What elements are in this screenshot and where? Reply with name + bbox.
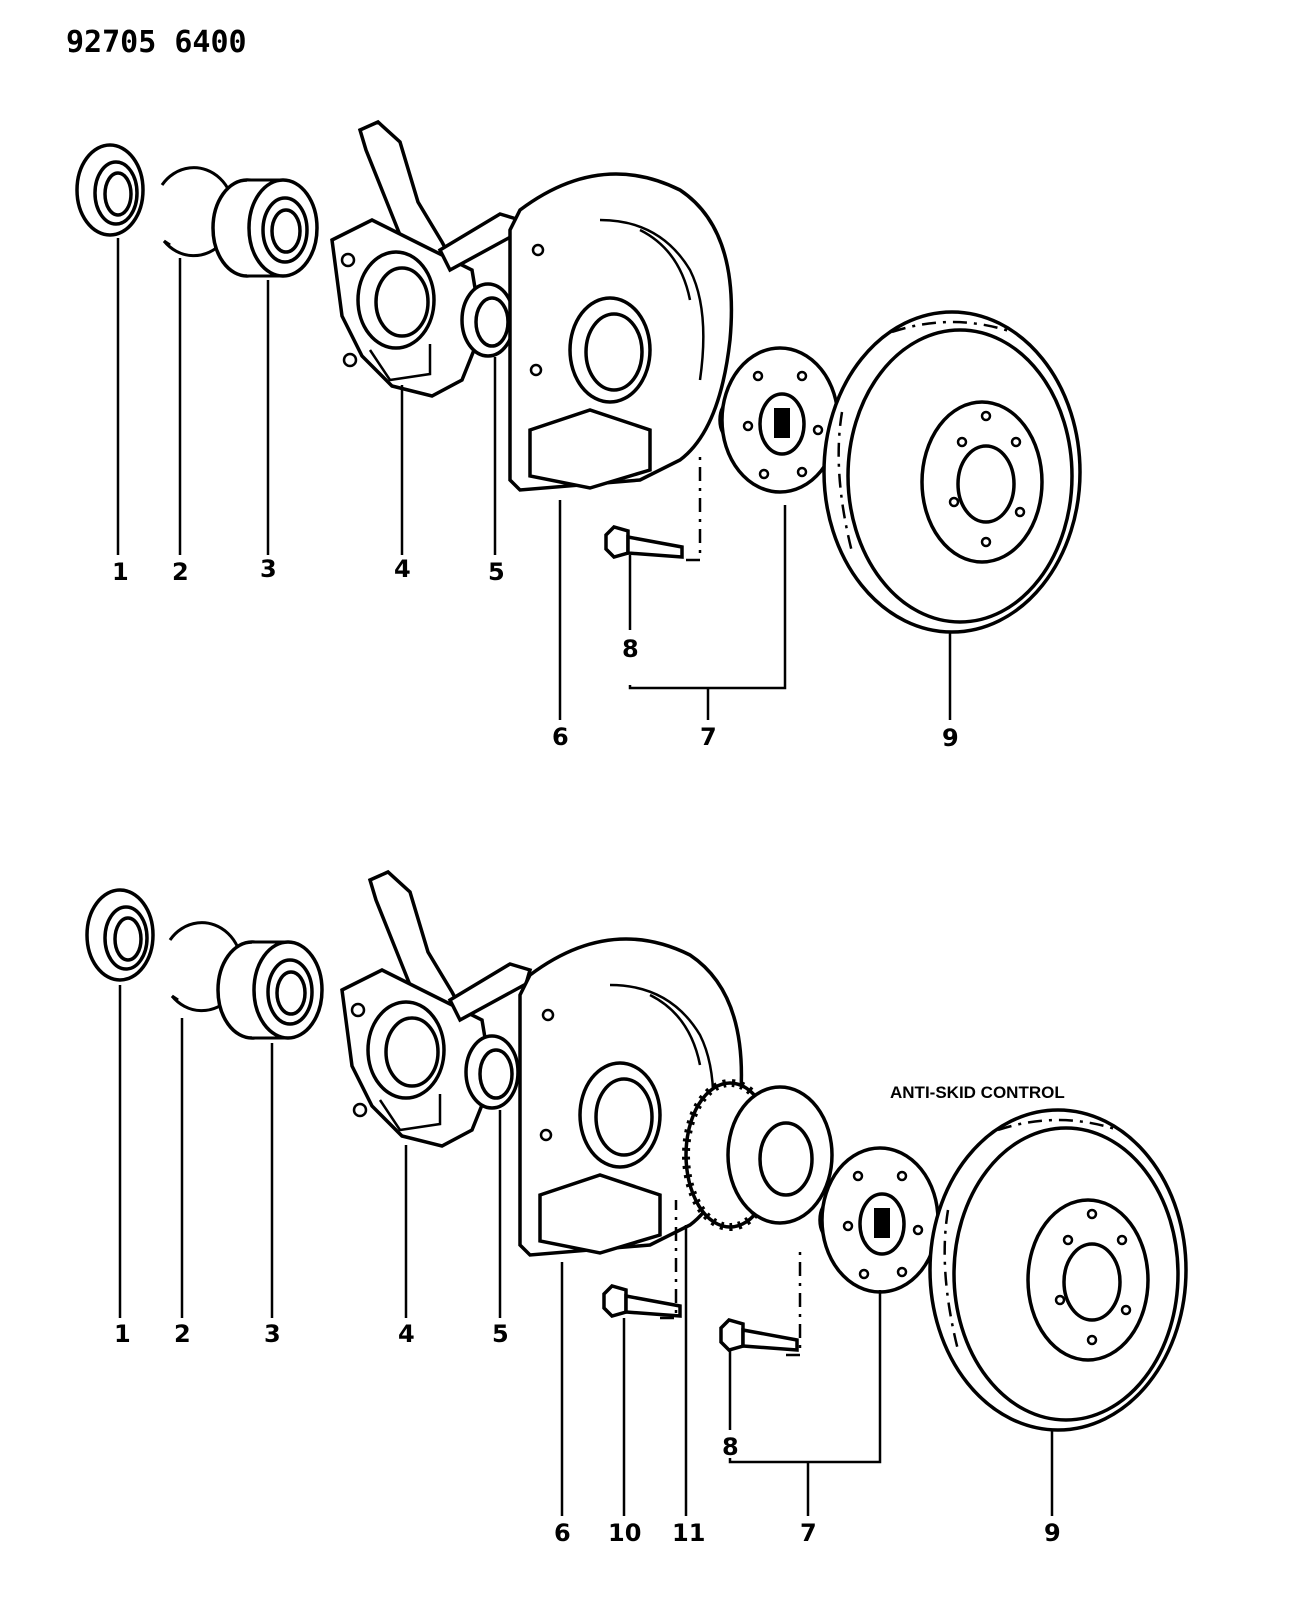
part-label: 7	[700, 723, 717, 751]
part-label: 5	[488, 558, 505, 586]
abs-rotor-ring-icon	[686, 1083, 832, 1227]
part-label: 3	[260, 555, 277, 583]
oil-seal-icon	[460, 282, 516, 358]
wheel-hub-icon	[818, 1146, 940, 1294]
part-label: 11	[672, 1519, 705, 1547]
bolt-icon	[719, 1318, 799, 1352]
part-label: 3	[264, 1320, 281, 1348]
diagram-code: 92705 6400	[66, 25, 247, 60]
part-label: 6	[552, 723, 569, 751]
part-label: 8	[722, 1433, 739, 1461]
oil-seal-icon	[75, 143, 145, 237]
wheel-bearing-icon	[216, 940, 324, 1040]
bottom-assembly: ANTI-SKID CONTROL 1 2 3 4 5 6 10 11 8 7 …	[85, 870, 1188, 1547]
wheel-hub-icon	[718, 346, 840, 494]
part-label: 2	[172, 558, 189, 586]
part-label: 7	[800, 1519, 817, 1547]
part-label: 9	[942, 724, 959, 752]
part-label: 5	[492, 1320, 509, 1348]
part-label: 4	[394, 555, 411, 583]
brake-disc-icon	[928, 1108, 1188, 1432]
anti-skid-note: ANTI-SKID CONTROL	[890, 1083, 1065, 1102]
oil-seal-icon	[85, 888, 155, 982]
part-label: 1	[114, 1320, 131, 1348]
top-assembly: 1 2 3 4 5 6 7 8 9	[75, 120, 1082, 752]
part-label: 9	[1044, 1519, 1061, 1547]
bolt-icon	[602, 1284, 682, 1318]
part-label: 1	[112, 558, 129, 586]
part-label: 8	[622, 635, 639, 663]
dust-shield-icon	[508, 172, 734, 492]
bolt-icon	[604, 525, 684, 559]
part-label: 4	[398, 1320, 415, 1348]
part-label: 10	[608, 1519, 641, 1547]
part-label: 6	[554, 1519, 571, 1547]
oil-seal-icon	[464, 1034, 520, 1110]
wheel-bearing-icon	[211, 178, 319, 278]
part-label: 2	[174, 1320, 191, 1348]
brake-disc-icon	[822, 310, 1082, 634]
